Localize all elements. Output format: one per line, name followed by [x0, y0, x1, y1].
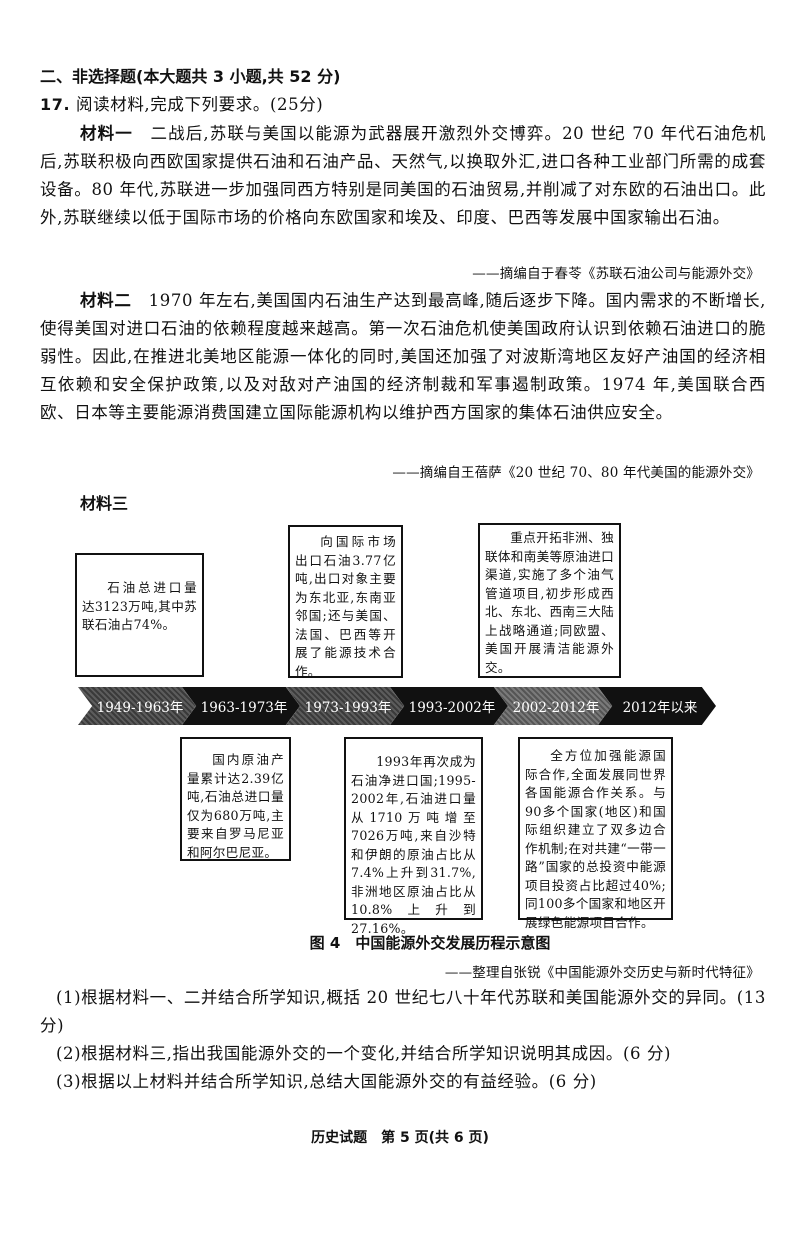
material-2-source: ——摘编自王蓓萨《20 世纪 70、80 年代美国的能源外交》: [392, 465, 760, 481]
material-1-text: 二战后,苏联与美国以能源为武器展开激烈外交博弈。20 世纪 70 年代石油危机后…: [40, 124, 766, 227]
timeline-box-1949: 石油总进口量达3123万吨,其中苏联石油占74%。: [75, 553, 204, 677]
question-prompt: 阅读材料,完成下列要求。(25分): [76, 95, 324, 114]
timeline-box-1993: 1993年再次成为石油净进口国;1995-2002年,石油进口量从1710万吨增…: [344, 737, 483, 936]
material-1: 材料一 二战后,苏联与美国以能源为武器展开激烈外交博弈。20 世纪 70 年代石…: [40, 120, 766, 232]
period-1993-2002: 1993-2002年: [390, 687, 508, 725]
subquestion-3: (3)根据以上材料并结合所学知识,总结大国能源外交的有益经验。(6 分): [56, 1072, 597, 1091]
timeline-box-2002: 重点开拓非洲、独联体和南美等原油进口渠道,实施了多个油气管道项目,初步形成西北、…: [478, 523, 621, 678]
material-2: 材料二 1970 年左右,美国国内石油生产达到最高峰,随后逐步下降。国内需求的不…: [40, 287, 766, 427]
section-heading: 二、非选择题(本大题共 3 小题,共 52 分): [40, 67, 341, 86]
figure-caption: 图 4 中国能源外交发展历程示意图: [309, 934, 551, 952]
page-footer: 历史试题 第 5 页(共 6 页): [311, 1130, 489, 1146]
material-3-source: ——整理自张锐《中国能源外交历史与新时代特征》: [444, 965, 760, 981]
material-2-label: 材料二: [80, 291, 132, 310]
question-17: 17. 阅读材料,完成下列要求。(25分): [40, 91, 323, 115]
timeline-box-1973: 向国际市场出口石油3.77亿吨,出口对象主要为东北亚,东南亚邻国;还与美国、法国…: [288, 525, 403, 679]
material-3-label: 材料三: [80, 494, 129, 513]
material-2-text: 1970 年左右,美国国内石油生产达到最高峰,随后逐步下降。国内需求的不断增长,…: [40, 291, 766, 422]
period-1949-1963: 1949-1963年: [78, 687, 196, 725]
subquestion-2: (2)根据材料三,指出我国能源外交的一个变化,并结合所学知识说明其成因。(6 分…: [56, 1044, 672, 1063]
timeline-band: 1949-1963年 1963-1973年 1973-1993年 1993-20…: [78, 687, 718, 725]
material-1-label: 材料一: [80, 124, 133, 143]
period-1973-1993: 1973-1993年: [286, 687, 404, 725]
period-2002-2012: 2002-2012年: [494, 687, 612, 725]
timeline-box-1963: 国内原油产量累计达2.39亿吨,石油总进口量仅为680万吨,主要来自罗马尼亚和阿…: [180, 737, 291, 861]
period-1963-1973: 1963-1973年: [182, 687, 300, 725]
question-number: 17.: [40, 95, 71, 114]
subquestion-1: (1)根据材料一、二并结合所学知识,概括 20 世纪七八十年代苏联和美国能源外交…: [40, 988, 766, 1035]
material-1-source: ——摘编自于春苓《苏联石油公司与能源外交》: [472, 266, 760, 282]
timeline-box-2012: 全方位加强能源国际合作,全面发展同世界各国能源合作关系。与90多个国家(地区)和…: [518, 737, 673, 930]
period-2012-onward: 2012年以来: [598, 687, 716, 725]
